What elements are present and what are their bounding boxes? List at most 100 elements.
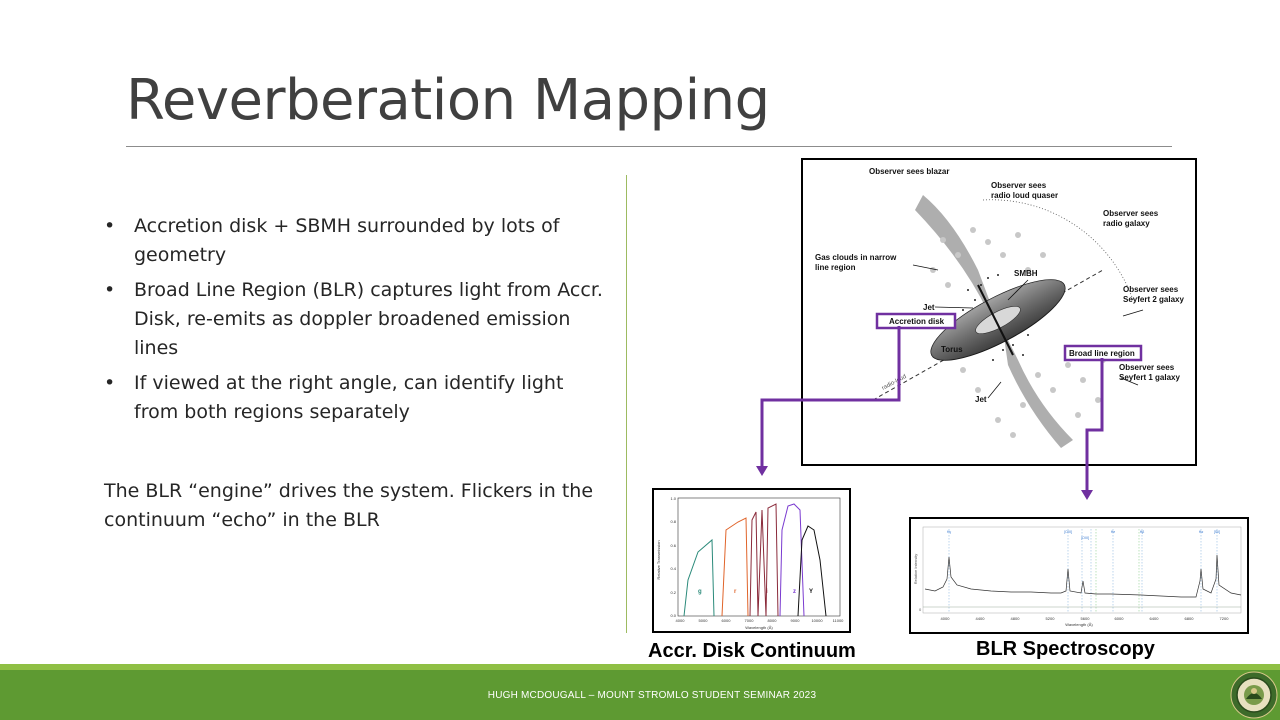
label-radio-galaxy-2: radio galaxy [1103,219,1150,228]
x-axis-label: Wavelength (Å) [745,625,773,630]
bullet-marker: • [104,215,116,237]
spectrum-zero-label: 0 [919,607,922,612]
accretion-disk-shape [975,306,1021,334]
y-tick-label: 0.0 [670,613,676,618]
footer-bar [0,670,1280,720]
label-quasar-1: Observer sees [991,181,1047,190]
band-z-curve [779,503,805,617]
x-tick-label: 5000 [699,618,709,623]
spectrum-x-tick: 6400 [1150,616,1160,621]
x-tick-label: 8000 [768,618,778,623]
y-tick-label: 0.4 [670,566,676,571]
jet-axis [977,284,1014,356]
spectrum-x-tick: 6800 [1185,616,1195,621]
spectrum-x-tick: 5600 [1081,616,1091,621]
line-label: [OIII] [1064,530,1072,534]
y-tick-label: 0.8 [670,519,676,524]
spectrum-curve [924,554,1242,598]
bullet-text: If viewed at the right angle, can identi… [134,372,564,423]
band-r-curve [721,517,749,617]
x-tick-label: 9000 [791,618,801,623]
bullet-item: • Broad Line Region (BLR) captures light … [104,276,604,363]
band-y-curve [797,525,827,617]
band-label-i: i [766,589,768,595]
caption-spectroscopy: BLR Spectroscopy [976,638,1155,660]
seminar-logo-icon [1230,671,1278,719]
blr-spectrum-plot: Relative Intensity 0 Hγ [OIII] [OIII] He… [909,517,1249,634]
label-broad-line-region: Broad line region [1069,349,1135,358]
label-accretion-disk: Accretion disk [889,317,945,326]
x-tick-label: 11000 [833,618,845,623]
x-tick-label: 4000 [676,618,686,623]
line-label: Hβ [1140,530,1145,534]
accretion-disk-box [875,312,957,330]
x-tick-label: 6000 [722,618,732,623]
footer-accent-bar [0,664,1280,670]
label-torus: Torus [941,345,963,354]
agn-diagram-svg: radio-loud [815,167,1184,448]
title-divider [126,146,1172,147]
label-jet-top: Jet [923,303,935,312]
spectrum-plot-svg: Relative Intensity 0 Hγ [OIII] [OIII] He… [913,526,1242,627]
label-seyfert2-2: Seyfert 2 galaxy [1123,295,1184,304]
spectrum-y-label: Relative Intensity [913,554,918,584]
band-label-y: Y [809,589,813,595]
bullet-text: Broad Line Region (BLR) captures light f… [134,279,603,359]
label-seyfert1-1: Observer sees [1119,363,1175,372]
bullet-item: • If viewed at the right angle, can ident… [104,369,604,427]
y-tick-label: 0.2 [670,590,676,595]
arrow-accretion-to-continuum [760,326,901,468]
band-g-curve [683,538,715,617]
spectrum-x-tick: 4000 [941,616,951,621]
engine-paragraph: The BLR “engine” drives the system. Flic… [104,480,594,531]
spectrum-x-tick: 4400 [976,616,986,621]
bullet-marker: • [104,279,116,301]
viewing-arc [982,199,1134,301]
line-label: He [1111,530,1116,534]
label-gas-clouds-1: Gas clouds in narrow [815,253,897,262]
label-seyfert1-2: Seyfert 1 galaxy [1119,373,1180,382]
filter-transmission-plot: Relative Transmission 0.0 0.2 0.4 0.6 0.… [652,488,851,633]
label-jet-bottom: Jet [975,395,987,404]
bullet-list: • Accretion disk + SBMH surrounded by lot… [104,212,604,433]
arrow-head-left [756,466,768,476]
line-label: [SII] [1214,530,1220,534]
filter-plot-svg: Relative Transmission 0.0 0.2 0.4 0.6 0.… [656,496,845,630]
y-tick-label: 0.6 [670,543,676,548]
label-gas-clouds-2: line region [815,263,856,272]
label-radio-galaxy-1: Observer sees [1103,209,1159,218]
label-blazar: Observer sees blazar [869,167,950,176]
band-i-curve [749,503,779,617]
label-seyfert2-1: Observer sees [1123,285,1179,294]
label-smbh: SMBH [1014,269,1038,278]
spectrum-x-label: Wavelength (Å) [1065,622,1093,627]
spectrum-x-tick: 6000 [1115,616,1125,621]
y-tick-label: 1.0 [670,496,676,501]
label-quasar-2: radio loud quaser [991,191,1058,200]
band-label-r: r [734,589,737,595]
arrow-head-right [1081,490,1093,500]
x-tick-label: 10000 [811,618,823,623]
spectrum-x-tick: 7200 [1220,616,1230,621]
line-label: Hγ [947,530,952,534]
arrow-blr-to-spectroscopy [1085,358,1104,492]
band-label-g: g [698,589,702,595]
line-label: Hα [1199,530,1204,534]
vertical-divider [626,175,627,633]
spectrum-x-tick: 4800 [1011,616,1021,621]
bullet-marker: • [104,372,116,394]
bullet-text: Accretion disk + SBMH surrounded by lots… [134,215,560,266]
jet-top-shape [915,195,993,312]
band-label-z: z [793,589,796,595]
footer-text: HUGH MCDOUGALL – MOUNT STROMLO STUDENT S… [487,690,817,701]
jet-bottom-shape [1003,330,1073,448]
line-label: [OIII] [1081,536,1089,540]
spectrum-x-tick: 5200 [1046,616,1056,621]
x-tick-label: 7000 [745,618,755,623]
agn-diagram: radio-loud [801,158,1197,466]
caption-continuum: Accr. Disk Continuum [648,640,856,662]
bullet-item: • Accretion disk + SBMH surrounded by lot… [104,212,604,270]
y-axis-label: Relative Transmission [656,540,661,579]
slide-title: Reverberation Mapping [126,68,770,133]
